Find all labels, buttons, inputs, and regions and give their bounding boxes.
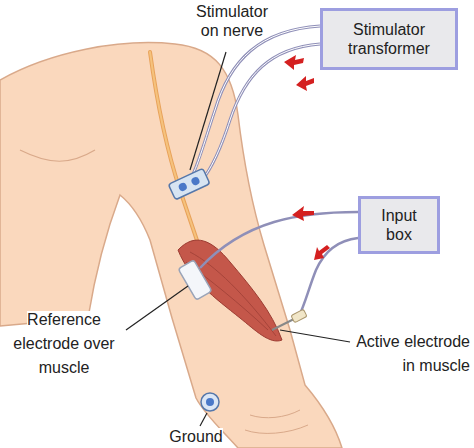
label-holder: Ground — [160, 428, 232, 446]
signal-arrow — [314, 245, 330, 260]
recording-wire — [200, 212, 358, 268]
process-box: Stimulator transformer — [320, 8, 458, 70]
box-text: Stimulator transformer — [330, 20, 448, 58]
part-label: Active electrode in muscle — [356, 333, 470, 374]
current-arrow — [296, 76, 314, 91]
current-arrow — [284, 55, 304, 70]
stimulator-probe — [168, 168, 210, 199]
label-holder: Active electrode in muscle — [345, 330, 470, 378]
label-holder: Reference electrode over muscle — [3, 308, 125, 380]
signal-arrow — [292, 206, 314, 221]
leader-line — [200, 413, 207, 426]
part-label: Reference electrode over muscle — [13, 311, 114, 376]
arm-skin — [0, 43, 342, 448]
muscle — [178, 240, 282, 341]
leader-line — [190, 52, 226, 170]
ground-electrode — [201, 393, 219, 411]
part-label: Ground — [169, 428, 222, 445]
needle-electrode — [272, 318, 296, 330]
ground-electrode — [206, 398, 214, 406]
stimulator-wire — [202, 44, 320, 180]
leader-line — [280, 330, 350, 342]
leader-line — [126, 286, 188, 330]
recording-wire — [298, 238, 358, 318]
chest-line — [20, 150, 95, 161]
part-label: Stimulator on nerve — [196, 3, 268, 39]
needle-hub — [291, 309, 307, 322]
stimulator-wire — [202, 44, 320, 180]
hand-line — [250, 410, 300, 418]
reference-electrode — [178, 260, 212, 300]
label-holder: Stimulator on nerve — [190, 2, 274, 40]
box-text: Input box — [368, 206, 430, 244]
hand-line — [245, 425, 308, 433]
process-box: Input box — [358, 196, 440, 254]
